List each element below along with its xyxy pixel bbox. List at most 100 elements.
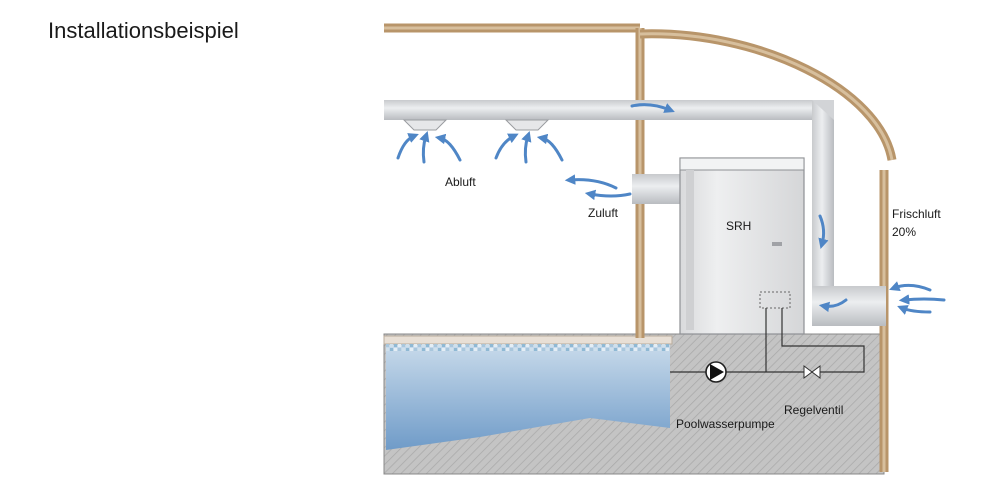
pool-mosaic-tile bbox=[450, 348, 453, 351]
pool-mosaic-tile bbox=[402, 348, 405, 351]
pool-mosaic-tile bbox=[638, 348, 641, 351]
pool-mosaic-tile bbox=[654, 348, 657, 351]
pool-mosaic-tile bbox=[454, 344, 457, 347]
duct-elbow bbox=[812, 100, 834, 120]
pool-mosaic-tile bbox=[582, 344, 585, 347]
pool-mosaic-tile bbox=[594, 348, 597, 351]
duct-supply bbox=[632, 174, 682, 204]
pool-mosaic-tile bbox=[666, 344, 669, 347]
label-srh: SRH bbox=[726, 219, 751, 233]
pool-mosaic-tile bbox=[562, 348, 565, 351]
pool-mosaic-tile bbox=[422, 344, 425, 347]
diffuser-2 bbox=[504, 119, 550, 131]
pool-mosaic-tile bbox=[598, 348, 601, 351]
exhaust-arrow bbox=[396, 133, 419, 160]
srh-unit-top bbox=[679, 157, 805, 171]
pool-mosaic-tile bbox=[614, 344, 617, 347]
supply-arrow bbox=[584, 189, 632, 201]
pool-mosaic-tile bbox=[430, 344, 433, 347]
label-regelventil: Regelventil bbox=[784, 403, 843, 417]
pool-mosaic-tile bbox=[574, 348, 577, 351]
exhaust-arrow bbox=[494, 133, 519, 160]
pool-mosaic-tile bbox=[634, 344, 637, 347]
pool-mosaic-tile bbox=[518, 348, 521, 351]
pool-mosaic-tile bbox=[586, 348, 589, 351]
pool-mosaic-tile bbox=[550, 344, 553, 347]
pool-mosaic-tile bbox=[386, 344, 389, 347]
pool-mosaic-tile bbox=[618, 348, 621, 351]
exhaust-arrow bbox=[536, 133, 564, 162]
pool-mosaic-tile bbox=[646, 348, 649, 351]
pool-mosaic-tile bbox=[666, 348, 669, 351]
pool-mosaic-tile bbox=[538, 344, 541, 347]
pool-mosaic-tile bbox=[450, 344, 453, 347]
pool-mosaic-tile bbox=[606, 344, 609, 347]
pool-mosaic-tile bbox=[526, 348, 529, 351]
pool-mosaic-tile bbox=[578, 344, 581, 347]
label-poolwasserpumpe: Poolwasserpumpe bbox=[676, 417, 775, 431]
pool-mosaic-tile bbox=[558, 344, 561, 347]
fresh-air-arrow bbox=[898, 294, 946, 305]
pool-mosaic-tile bbox=[426, 348, 429, 351]
label-frischluft: Frischluft bbox=[892, 207, 941, 221]
pool-mosaic-tile bbox=[466, 344, 469, 347]
label-frischluft-percent: 20% bbox=[892, 225, 916, 239]
pool-mosaic-tile bbox=[434, 348, 437, 351]
pool-mosaic-tile bbox=[658, 344, 661, 347]
pool-mosaic-tile bbox=[510, 344, 513, 347]
pool-mosaic-tile bbox=[494, 348, 497, 351]
pool-mosaic-tile bbox=[394, 344, 397, 347]
pool-mosaic-tile bbox=[534, 348, 537, 351]
fresh-air-arrow bbox=[889, 281, 932, 292]
pool-mosaic-tile bbox=[506, 344, 509, 347]
pool-mosaic-tile bbox=[414, 344, 417, 347]
pool-mosaic-tile bbox=[594, 344, 597, 347]
pool-mosaic-tile bbox=[474, 344, 477, 347]
wall-roof-arc-inner bbox=[639, 32, 894, 161]
pool-mosaic-tile bbox=[410, 344, 413, 347]
pool-mosaic-tile bbox=[546, 344, 549, 347]
pool-mosaic-tile bbox=[602, 344, 605, 347]
pool-mosaic-tile bbox=[530, 344, 533, 347]
pool-mosaic-tile bbox=[410, 348, 413, 351]
pool-mosaic-tile bbox=[418, 344, 421, 347]
pool-mosaic-tile bbox=[518, 344, 521, 347]
pool-mosaic-tile bbox=[430, 348, 433, 351]
pool-mosaic-tile bbox=[626, 348, 629, 351]
pool-mosaic-tile bbox=[622, 344, 625, 347]
pool-mosaic-tile bbox=[654, 344, 657, 347]
pool-mosaic-tile bbox=[502, 344, 505, 347]
pool-mosaic-tile bbox=[650, 348, 653, 351]
pool-mosaic-tile bbox=[562, 344, 565, 347]
label-zuluft: Zuluft bbox=[588, 206, 619, 220]
pool-mosaic-tile bbox=[478, 348, 481, 351]
supply-arrow bbox=[564, 174, 618, 190]
pool-mosaic-tile bbox=[638, 344, 641, 347]
pool-mosaic-tile bbox=[554, 344, 557, 347]
pool-mosaic-tile bbox=[406, 344, 409, 347]
pool-mosaic-tile bbox=[418, 348, 421, 351]
pool-mosaic-tile bbox=[458, 344, 461, 347]
pool-mosaic-tile bbox=[474, 348, 477, 351]
exhaust-arrow bbox=[419, 131, 430, 164]
pool-mosaic-tile bbox=[438, 344, 441, 347]
pool-mosaic-tile bbox=[466, 348, 469, 351]
water-pipes bbox=[670, 308, 865, 373]
pool-mosaic-tile bbox=[610, 344, 613, 347]
pool-mosaic-tile bbox=[582, 348, 585, 351]
pool-mosaic-tile bbox=[590, 348, 593, 351]
pool-mosaic-tile bbox=[574, 344, 577, 347]
duct-flow-arrow bbox=[818, 298, 848, 313]
pool-mosaic-tile bbox=[506, 348, 509, 351]
pool-pump-symbol bbox=[710, 364, 724, 380]
pool-mosaic-tile bbox=[514, 348, 517, 351]
pool-mosaic-tile bbox=[570, 348, 573, 351]
pool-mosaic-tile bbox=[658, 348, 661, 351]
pool-mosaic-tile bbox=[398, 348, 401, 351]
pool-mosaic-tile bbox=[514, 344, 517, 347]
pool-mosaic-tile bbox=[626, 344, 629, 347]
airflow-arrows bbox=[396, 103, 946, 315]
pool-mosaic-tile bbox=[478, 344, 481, 347]
pool-mosaic-tile bbox=[454, 348, 457, 351]
pool-mosaic-tile bbox=[538, 348, 541, 351]
